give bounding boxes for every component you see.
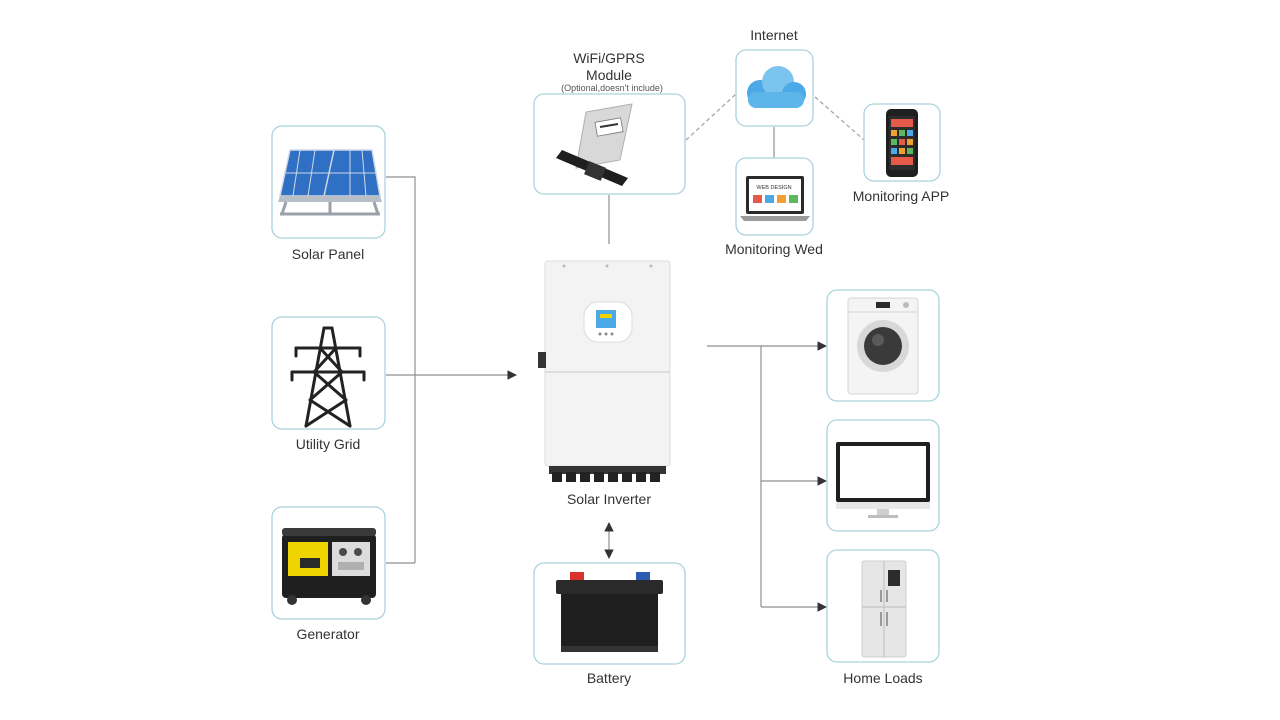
internet-label: Internet (750, 27, 798, 43)
node-monitoring-app: Monitoring APP (853, 103, 950, 204)
laptop-screen-text: WEB DESIGN (756, 185, 791, 191)
wifi-module-icon (556, 103, 633, 186)
solar-panel-label: Solar Panel (292, 246, 364, 262)
washing-machine-icon (847, 297, 919, 395)
monitor-icon (836, 442, 930, 518)
inverter-label: Solar Inverter (567, 491, 651, 507)
monitoring-app-label: Monitoring APP (853, 188, 950, 204)
node-monitor (826, 419, 940, 532)
node-battery: Battery (533, 562, 686, 686)
node-utility-grid: Utility Grid (271, 316, 386, 452)
wifi-module-note: (Optional,doesn't include) (561, 83, 663, 93)
node-monitoring-web: WEB DESIGN Monitoring Wed (725, 157, 823, 257)
node-inverter: Solar Inverter (538, 260, 671, 507)
node-washing-machine (826, 289, 940, 402)
node-solar-panel: Solar Panel (271, 125, 386, 262)
home-loads-label: Home Loads (843, 670, 922, 686)
wifi-module-title-line2: Module (586, 67, 632, 83)
fridge-icon (861, 560, 907, 658)
utility-grid-label: Utility Grid (296, 436, 361, 452)
node-wifi-module: WiFi/GPRS Module (Optional,doesn't inclu… (533, 50, 686, 195)
wifi-module-title-line1: WiFi/GPRS (573, 50, 645, 66)
inverter-icon (538, 260, 671, 482)
link-wifi-to-internet (685, 93, 737, 141)
solar-panel-icon (278, 149, 382, 216)
wire-solar-to-bus (386, 176, 416, 563)
generator-icon (282, 528, 376, 605)
laptop-icon: WEB DESIGN (740, 176, 810, 221)
node-generator: Generator (271, 506, 386, 642)
transmission-tower-icon (290, 326, 366, 428)
generator-label: Generator (296, 626, 359, 642)
battery-label: Battery (587, 670, 631, 686)
smartphone-icon (886, 109, 918, 177)
connectors (386, 93, 865, 612)
node-fridge: Home Loads (826, 549, 940, 686)
battery-icon (556, 572, 663, 652)
monitoring-web-label: Monitoring Wed (725, 241, 823, 257)
node-internet: Internet (735, 27, 814, 127)
link-internet-to-app (814, 96, 865, 141)
cloud-icon (747, 66, 806, 108)
